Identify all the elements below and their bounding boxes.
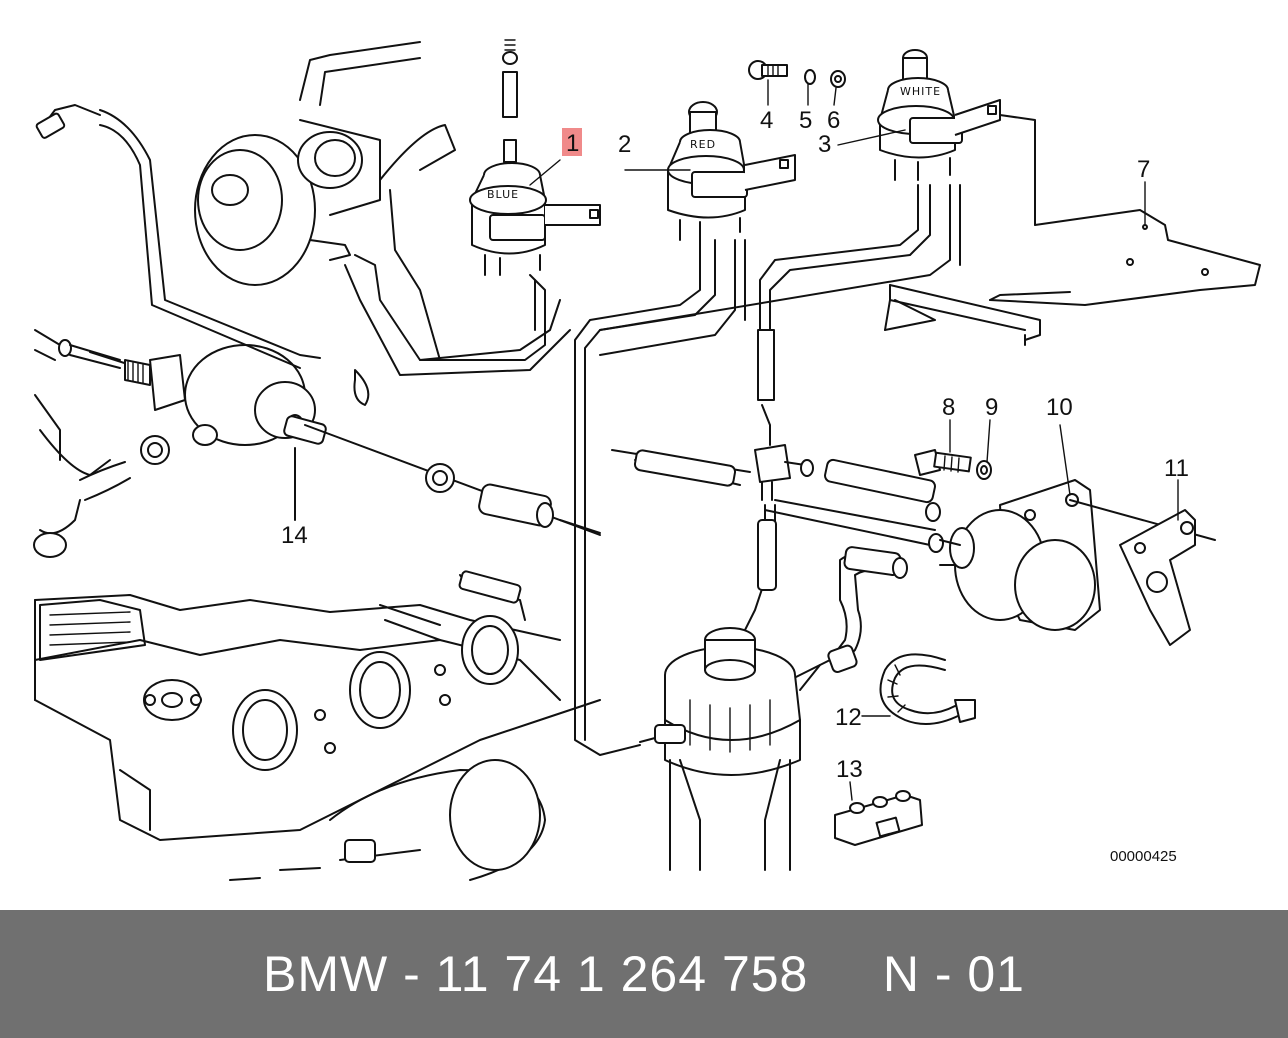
callout-2[interactable]: 2 <box>618 131 631 158</box>
callout-8[interactable]: 8 <box>942 394 955 421</box>
parts-8-9-screw <box>914 449 992 480</box>
hoses-lower-right <box>789 546 908 691</box>
callout-leaders <box>294 79 1179 801</box>
red-valve-label: RED <box>690 138 716 151</box>
blue-valve-label: BLUE <box>487 188 519 201</box>
callout-11[interactable]: 11 <box>1164 455 1189 482</box>
part-7-bracket <box>884 209 1261 346</box>
white-valve-label: WHITE <box>900 85 941 98</box>
callout-14[interactable]: 14 <box>281 522 308 549</box>
callout-3[interactable]: 3 <box>818 131 831 158</box>
callout-10[interactable]: 10 <box>1046 394 1073 421</box>
part-1-blue-valve: BLUE <box>419 39 601 361</box>
hose-connector-mid <box>478 483 601 534</box>
part-number-caption-bar: BMW - 11 74 1 264 758 N - 01 <box>0 910 1288 1038</box>
callout-numbers: 1 2 3 4 5 6 7 8 9 10 11 12 13 14 <box>281 107 1189 783</box>
exploded-view-drawing: BLUE RED WHITE <box>33 39 1261 881</box>
part-number-caption: BMW - 11 74 1 264 758 N - 01 <box>263 946 1025 1002</box>
callout-13[interactable]: 13 <box>836 756 863 783</box>
part-11-bracket <box>1119 509 1196 646</box>
drawing-number: 00000425 <box>1110 848 1177 865</box>
callout-7[interactable]: 7 <box>1137 156 1150 183</box>
callout-12[interactable]: 12 <box>835 704 862 731</box>
part-3-white-valve: WHITE <box>599 49 1036 401</box>
parts-4-5-6-fasteners <box>748 60 846 88</box>
part-14-valve <box>89 344 601 536</box>
part-2-red-valve: RED <box>574 101 796 756</box>
parts-diagram: BLUE RED WHITE <box>33 39 1261 881</box>
coolant-hose-left <box>33 329 131 558</box>
callout-6[interactable]: 6 <box>827 107 840 134</box>
part-10-vacuum-unit <box>939 479 1216 631</box>
callout-5[interactable]: 5 <box>799 107 812 134</box>
hose-clips <box>140 369 455 493</box>
callout-9[interactable]: 9 <box>985 394 998 421</box>
thermostat-housing <box>35 41 571 376</box>
distributor-vacuum-regulator <box>639 627 801 871</box>
callout-1[interactable]: 1 <box>566 130 579 157</box>
part-12-hose-clamp <box>879 653 976 725</box>
callout-1-highlight <box>562 128 582 156</box>
part-13-hose-holder <box>834 790 923 846</box>
t-piece-connector <box>611 329 944 641</box>
callout-4[interactable]: 4 <box>760 107 773 134</box>
intake-manifold <box>34 570 601 841</box>
lower-cylinder <box>229 759 546 881</box>
